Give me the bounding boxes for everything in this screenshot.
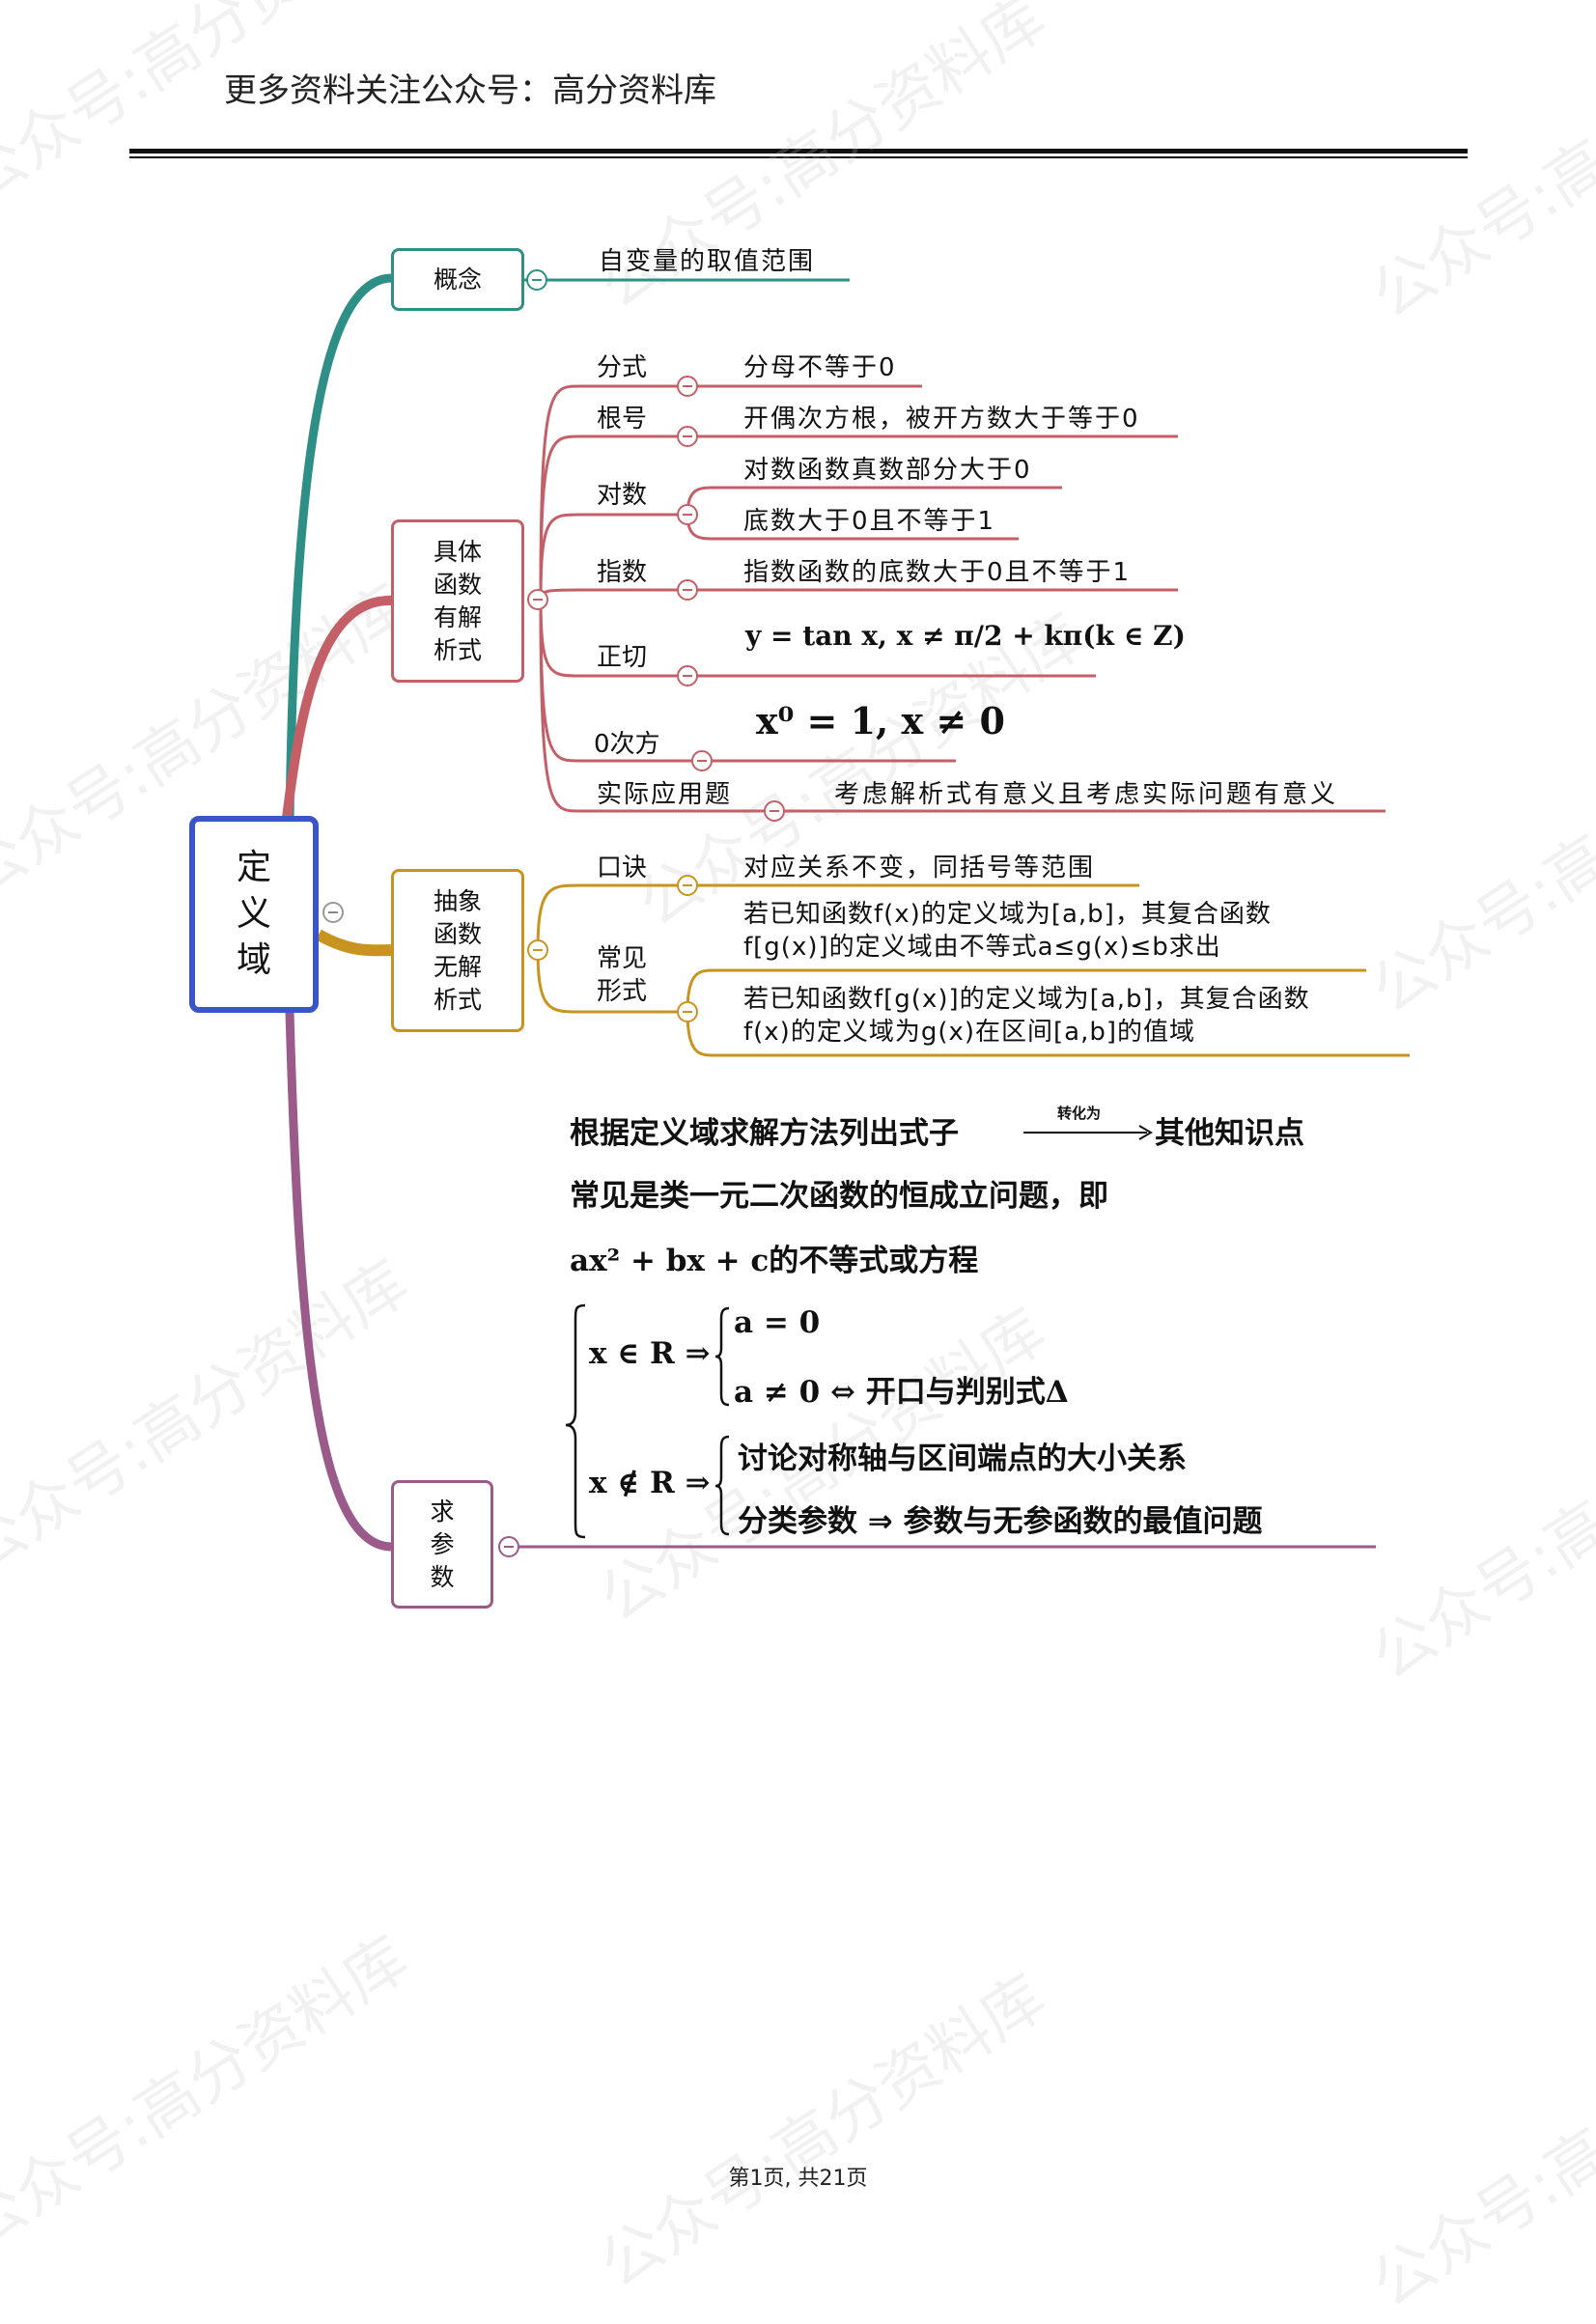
case-1-sub-1: a = 0 [734,1305,821,1340]
text-zero-power: x⁰ = 1, x ≠ 0 [756,699,1005,742]
page-footer: 第1页, 共21页 [728,2167,868,2191]
collapse-toggle-log[interactable] [677,504,698,525]
collapse-toggle-param[interactable] [498,1536,519,1557]
root-node[interactable]: 定义域 [189,816,319,1013]
page-header: 更多资料关注公众号：高分资料库 [224,71,716,110]
text-exp: 指数函数的底数大于0且不等于1 [743,558,1132,587]
collapse-toggle-concept[interactable] [526,269,547,291]
node-concept[interactable]: 概念 [391,248,524,311]
text-radical: 开偶次方根，被开方数大于等于0 [743,405,1140,434]
label-log: 对数 [597,481,648,510]
label-exp: 指数 [597,558,648,587]
case-2-sub-2: 分类参数 ⇒ 参数与无参函数的最值问题 [738,1504,1263,1539]
node-explicit[interactable]: 具体函数有解析式 [391,519,524,683]
collapse-toggle-mnemonic[interactable] [677,875,698,896]
connector-concept [285,273,392,822]
text-application: 考虑解析式有意义且考虑实际问题有意义 [834,780,1339,809]
root-label: 定义域 [236,848,271,980]
label-application: 实际应用题 [597,780,733,809]
node-param[interactable]: 求参数 [391,1480,493,1609]
node-abstract-label: 抽象函数无解析式 [433,886,482,1014]
case-1-sub-2: a ≠ 0 ⇔ 开口与判别式Δ [734,1375,1069,1410]
param-line-2: 常见是类一元二次函数的恒成立问题，即 [570,1179,1108,1214]
collapse-toggle-common-forms[interactable] [677,1001,698,1022]
label-zero-power: 0次方 [594,730,660,759]
param-line-1b: 其他知识点 [1155,1116,1304,1151]
text-fraction: 分母不等于0 [743,353,897,382]
connector-abstract [316,929,392,957]
connector-explicit [281,595,392,826]
collapse-toggle-root[interactable] [322,902,344,923]
concept-text: 自变量的取值范围 [599,247,816,276]
param-arrow-label: 转化为 [1057,1105,1102,1122]
label-common-forms: 常见形式 [597,942,655,1008]
case-2-cond: x ∉ R ⇒ [589,1466,711,1500]
text-log-2: 底数大于0且不等于1 [743,507,996,536]
case-1-cond: x ∈ R ⇒ [589,1336,711,1371]
node-concept-label: 概念 [433,265,482,294]
text-forms-4: f(x)的定义域为g(x)在区间[a,b]的值域 [743,1018,1195,1047]
collapse-toggle-explicit[interactable] [527,589,548,610]
collapse-toggle-exp[interactable] [677,579,698,601]
text-mnemonic: 对应关系不变，同括号等范围 [743,854,1096,882]
label-fraction: 分式 [597,353,648,382]
label-common-forms-text: 常见形式 [597,944,648,1006]
label-radical: 根号 [597,405,648,434]
collapse-toggle-application[interactable] [764,800,785,822]
collapse-toggle-abstract[interactable] [527,939,548,961]
param-line-3: ax² + bx + c的不等式或方程 [570,1244,979,1278]
text-log-1: 对数函数真数部分大于0 [743,456,1032,485]
text-forms-3: 若已知函数f[g(x)]的定义域为[a,b]，其复合函数 [743,985,1310,1014]
collapse-toggle-fraction[interactable] [677,376,698,397]
connector-param [285,1011,392,1552]
case-2-sub-1: 讨论对称轴与区间端点的大小关系 [738,1442,1187,1476]
text-tan: y = tan x, x ≠ π/2 + kπ(k ∈ Z) [745,620,1186,652]
node-explicit-label: 具体函数有解析式 [433,537,482,664]
node-param-label: 求参数 [430,1497,455,1591]
header-rule-thin [129,156,1468,158]
collapse-toggle-tan[interactable] [677,665,698,686]
label-tan: 正切 [597,643,648,672]
collapse-toggle-zero-power[interactable] [691,750,713,771]
param-line-1: 根据定义域求解方法列出式子 [570,1116,959,1151]
text-forms-1: 若已知函数f(x)的定义域为[a,b]，其复合函数 [743,900,1272,929]
label-mnemonic: 口诀 [597,854,648,882]
header-rule [129,149,1468,154]
node-abstract[interactable]: 抽象函数无解析式 [391,869,524,1032]
collapse-toggle-root-sign[interactable] [677,426,698,447]
text-forms-2: f[g(x)]的定义域由不等式a≤g(x)≤b求出 [743,933,1221,962]
